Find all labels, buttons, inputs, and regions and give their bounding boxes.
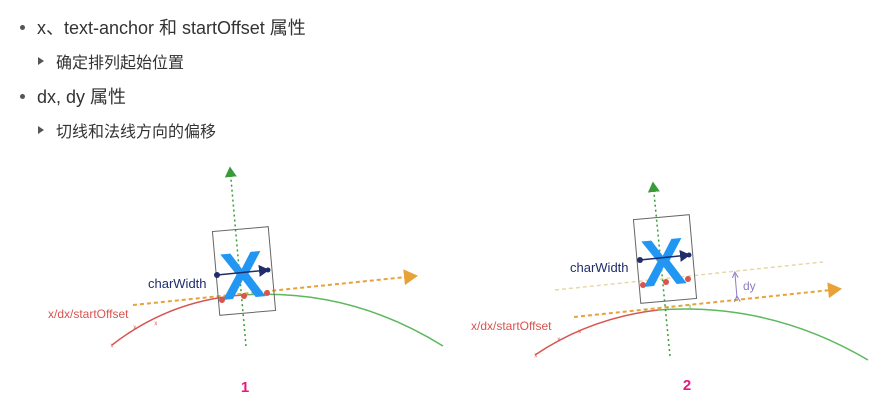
glyph-bounding-box	[632, 214, 698, 304]
path-curve-right	[242, 293, 444, 347]
bullet-text: dx, dy 属性	[37, 87, 127, 107]
tick-mark-icon: ☓	[133, 325, 137, 332]
char-width-end-dot	[265, 267, 271, 273]
tick-mark-icon: ☓	[578, 329, 582, 336]
sub-bullet-item: 确定排列起始位置	[38, 49, 184, 73]
anchor-dot	[663, 279, 669, 285]
anchor-dot	[241, 293, 247, 299]
glyph-x: X	[638, 223, 688, 301]
tick-mark-icon: ☓	[557, 337, 561, 344]
sub-bullet-item: 切线和法线方向的偏移	[38, 118, 216, 142]
diagram-1: X ☓ ☓ ☓ charWidth x/dx/startOffset 1	[48, 166, 444, 396]
tick-mark-icon: ☓	[154, 321, 158, 328]
offset-label: x/dx/startOffset	[471, 319, 552, 333]
bullet-dot-icon	[20, 24, 25, 30]
anchor-dot	[264, 290, 270, 296]
diagram-number: 1	[241, 379, 249, 396]
offset-tangent-line	[554, 261, 824, 291]
char-width-end-dot	[686, 252, 692, 258]
tangent-line	[573, 282, 842, 318]
bullet-item: dx, dy 属性	[20, 83, 126, 109]
char-width-arrow	[216, 264, 270, 277]
tick-mark-icon: ☓	[110, 343, 114, 350]
dy-label: dy	[743, 279, 756, 293]
triangle-bullet-icon	[38, 126, 44, 134]
sub-bullet-text: 切线和法线方向的偏移	[56, 124, 217, 141]
bullet-text: x、text-anchor 和 startOffset 属性	[37, 18, 306, 38]
tangent-line	[132, 269, 418, 306]
anchor-dot	[640, 282, 646, 288]
dy-arrow	[735, 274, 737, 298]
diagram-number: 2	[683, 377, 691, 394]
tick-mark-icon: ☓	[534, 353, 538, 360]
triangle-bullet-icon	[38, 57, 44, 65]
char-width-arrow	[639, 249, 691, 262]
normal-line	[647, 181, 671, 357]
char-width-start-dot	[214, 272, 220, 278]
bullet-item: x、text-anchor 和 startOffset 属性	[20, 14, 306, 40]
anchor-dot	[219, 297, 225, 303]
tick-mark-icon: ☓	[688, 304, 692, 311]
tick-mark-icon: ☓	[666, 306, 670, 313]
char-width-start-dot	[637, 257, 643, 263]
path-curve-right	[657, 308, 869, 361]
anchor-dot	[685, 276, 691, 282]
char-width-label: charWidth	[148, 276, 207, 291]
path-curve-left	[111, 294, 244, 346]
sub-bullet-text: 确定排列起始位置	[56, 55, 185, 72]
bullet-dot-icon	[20, 93, 25, 99]
diagram-2: dy X ☓ ☓ ☓ ☓ ☓ ☓ charWidth x/dx/startOff…	[471, 181, 869, 394]
path-curve-left	[534, 309, 659, 356]
char-width-label: charWidth	[570, 260, 629, 275]
tick-mark-icon: ☓	[644, 308, 648, 315]
offset-label: x/dx/startOffset	[48, 307, 129, 321]
